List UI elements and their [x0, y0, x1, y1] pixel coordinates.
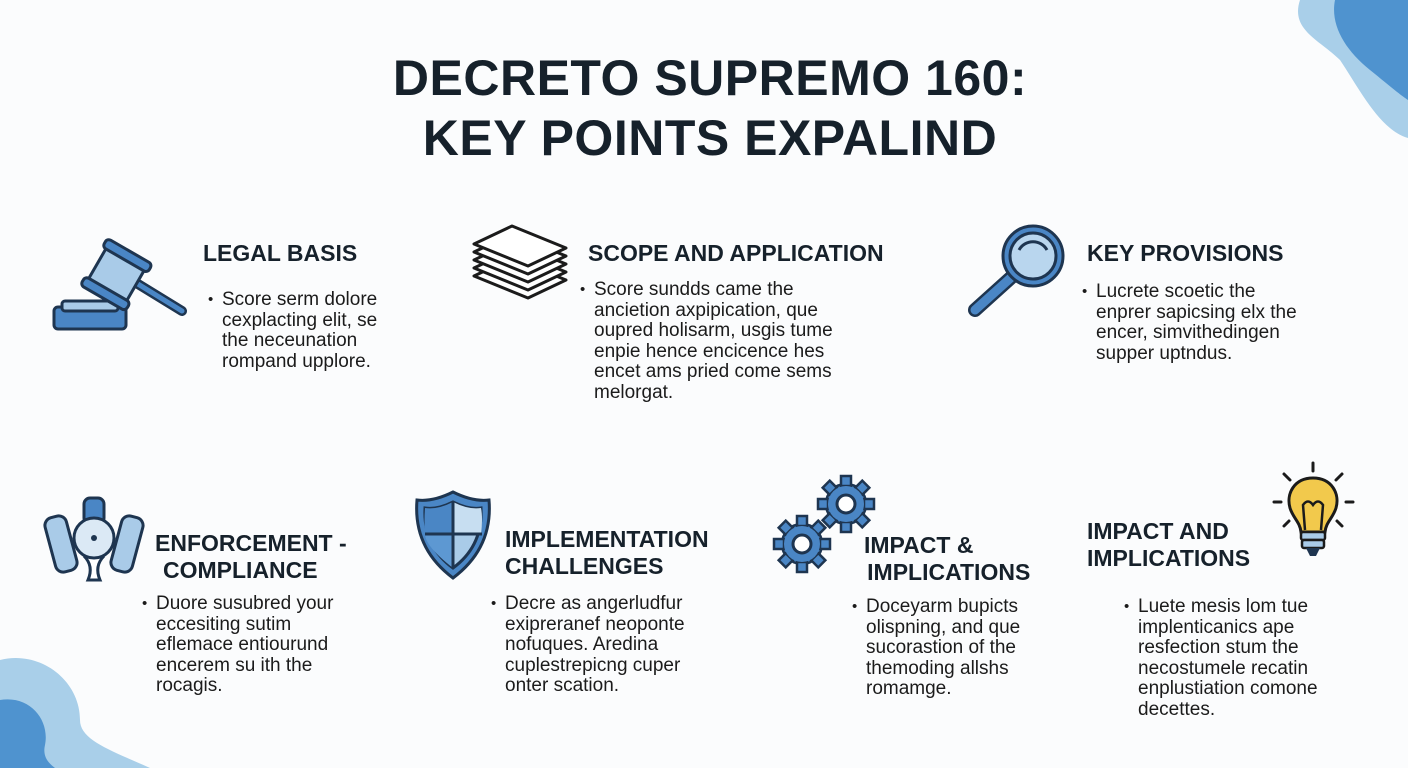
page-title: DECRETO SUPREMO 160: KEY POINTS EXPALIND: [0, 48, 1408, 168]
body-text-line: implenticanics ape: [1138, 616, 1295, 638]
magnifier-icon: [968, 224, 1065, 317]
section-heading-impact: IMPACT &IMPLICATIONS: [864, 532, 1033, 586]
body-text-line: sucorastion of the: [866, 637, 1016, 658]
body-text-line: onter scation.: [505, 675, 620, 696]
body-text-line: enpie hence encicence hes: [594, 340, 825, 362]
shield-icon: [415, 490, 491, 580]
heading-line: IMPACT AND: [1087, 518, 1229, 544]
heading-line: CHALLENGES: [505, 553, 664, 579]
body-text-line: cexplacting elit, se: [222, 309, 378, 331]
body-text-line: nofuques. Aredina: [505, 634, 659, 655]
body-text-line: Score sundds came the: [594, 279, 833, 301]
decorative-blob-top-right: [1298, 0, 1408, 138]
title-line-2: KEY POINTS EXPALIND: [422, 110, 998, 166]
body-text-line: the neceunation: [222, 330, 358, 351]
section-heading-enforcement: ENFORCEMENT -COMPLIANCE: [155, 530, 347, 584]
heading-line: KEY PROVISIONS: [1087, 240, 1284, 266]
heading-line: COMPLIANCE: [163, 557, 318, 583]
body-text-line: oupred holisarm, usgis tume: [594, 320, 833, 341]
section-heading-legal-basis: LEGAL BASIS: [203, 240, 357, 267]
body-text-line: cuplestrepicng cuper: [505, 654, 681, 676]
body-text-line: Lucrete scoetic the: [1096, 281, 1297, 303]
body-text-line: enplustiation comone: [1138, 678, 1318, 699]
body-text-line: eccesiting sutim: [156, 613, 292, 635]
gavel-icon: [52, 238, 187, 331]
body-text-line: rocagis.: [156, 675, 223, 696]
body-text-line: exipreranef neoponte: [505, 613, 685, 635]
body-text-line: encerem su ith the: [156, 654, 313, 676]
body-text-line: encer, simvithedingen: [1096, 322, 1280, 343]
body-text-line: supper uptndus.: [1096, 342, 1233, 364]
heading-line: SCOPE AND APPLICATION: [588, 240, 884, 266]
body-text-line: romamge.: [866, 678, 952, 699]
gears-icon: [772, 474, 876, 574]
lightbulb-icon: [1272, 461, 1355, 556]
paper-stack-icon: [472, 224, 568, 300]
body-text-line: rompand upplore.: [222, 350, 371, 372]
body-text-line: enprer sapicsing elx the: [1096, 301, 1297, 323]
body-text-line: olispning, and que: [866, 616, 1021, 638]
body-text-line: Score serm dolore: [222, 289, 377, 311]
heading-line: IMPLICATIONS: [867, 559, 1031, 585]
heading-line: ENFORCEMENT -: [155, 530, 347, 556]
heading-line: LEGAL BASIS: [203, 240, 358, 266]
heading-line: IMPLEMENTATION: [505, 526, 709, 552]
body-text-line: encet ams pried come sems: [594, 361, 832, 382]
body-text-line: Duore susubred your: [156, 593, 333, 615]
body-text-line: Doceyarm bupicts: [866, 596, 1020, 618]
enforcement-icon: [43, 496, 145, 582]
body-text-line: eflemace entiourund: [156, 634, 329, 655]
body-text-line: Luete mesis lom tue: [1138, 596, 1318, 618]
heading-line: IMPLICATIONS: [1087, 545, 1251, 571]
title-line-1: DECRETO SUPREMO 160:: [392, 50, 1028, 106]
body-text-line: decettes.: [1138, 698, 1216, 720]
section-heading-key-provisions: KEY PROVISIONS: [1087, 240, 1283, 267]
body-text-line: Decre as angerludfur: [505, 593, 685, 615]
heading-line: IMPACT &: [864, 532, 974, 558]
body-text-line: melorgat.: [594, 381, 674, 403]
body-text-line: ancietion axpipication, que: [594, 299, 818, 321]
decorative-blob-bottom-left: [0, 658, 150, 768]
body-text-line: themoding allshs: [866, 657, 1009, 679]
section-heading-scope: SCOPE AND APPLICATION: [588, 240, 884, 267]
body-text-line: resfection stum the: [1138, 637, 1299, 658]
body-text-line: necostumele recatin: [1138, 657, 1309, 679]
